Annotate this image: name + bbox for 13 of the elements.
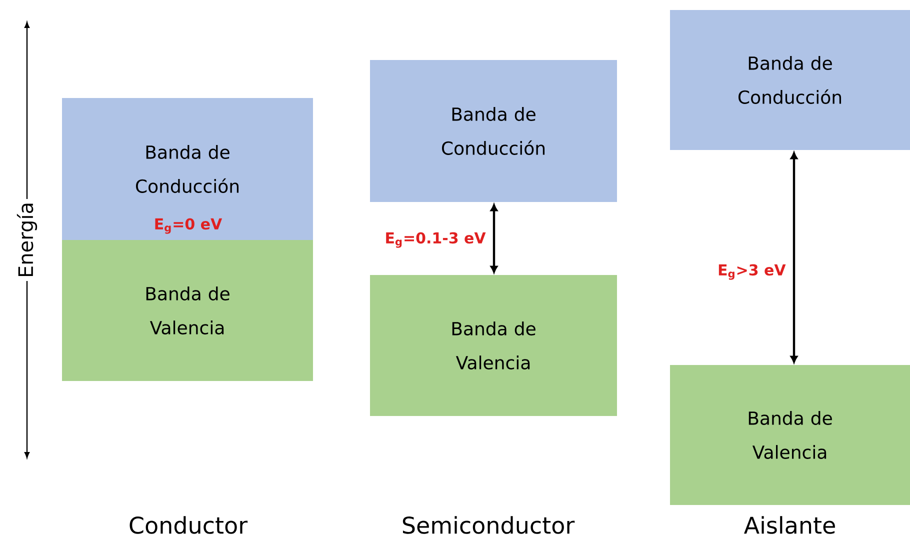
column-title: Semiconductor <box>402 516 575 534</box>
edge-label: E$_{g}$>3 eV <box>716 263 787 281</box>
band-box: Banda de Valencia <box>370 275 617 416</box>
band-box: Banda de Conducción <box>670 10 910 150</box>
edge-label: E$_{g}$=0.1-3 eV <box>384 231 487 249</box>
gap-label: E$_{g}$=0 eV <box>155 218 222 234</box>
axis-label: Energía <box>14 199 40 281</box>
band-box: Banda de Valencia <box>670 365 910 505</box>
double-arrow <box>790 152 798 363</box>
double-arrow <box>490 204 498 273</box>
band-box: Banda de Valencia <box>62 240 313 381</box>
band-box: Banda de Conducción <box>370 60 617 202</box>
column-title: Conductor <box>130 516 248 534</box>
